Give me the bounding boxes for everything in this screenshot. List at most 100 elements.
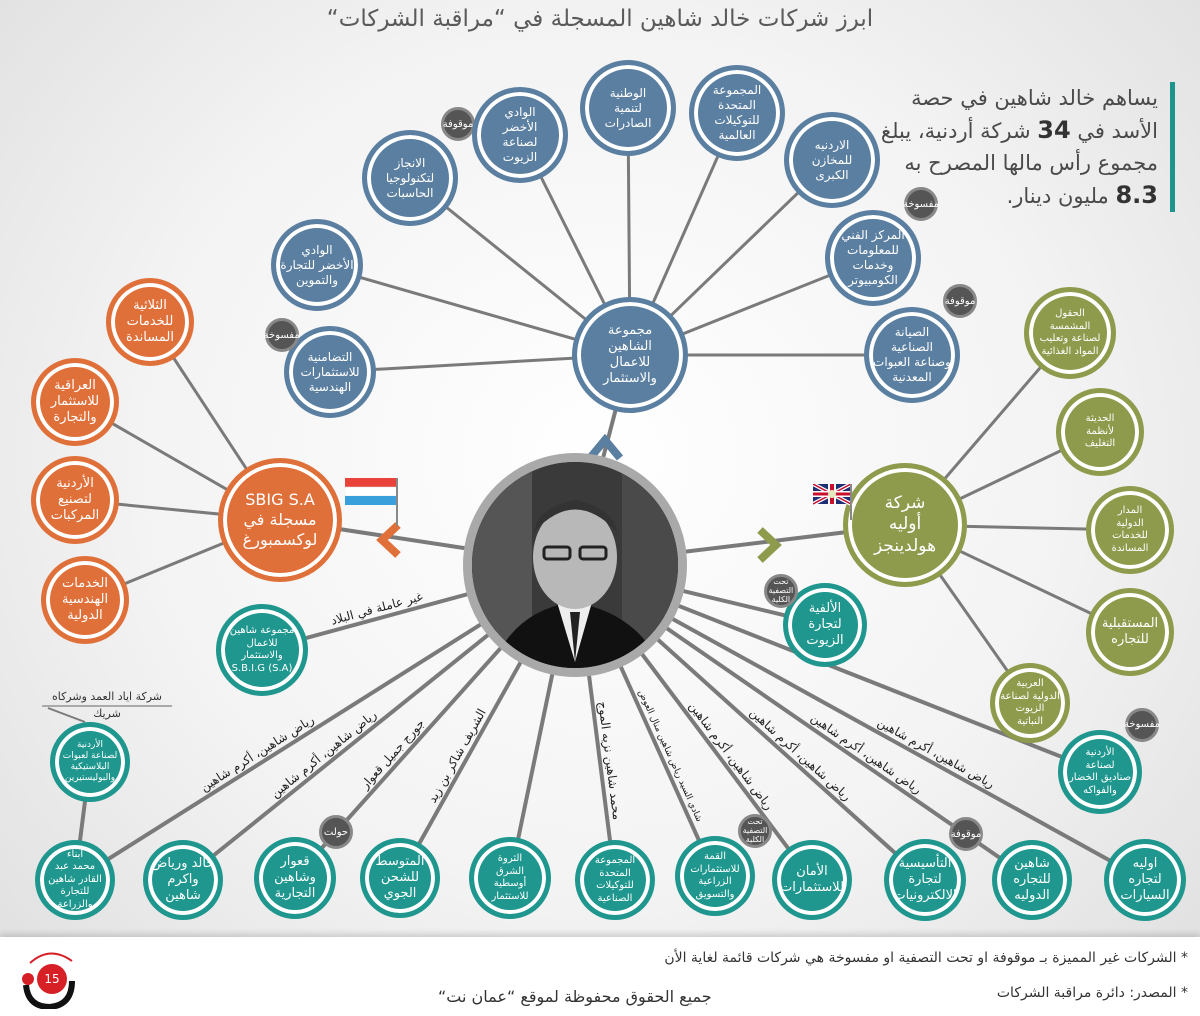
node-label: الأردنية لصناعة صناديق الخضار والفواكه: [1068, 747, 1132, 796]
node-label: القمة للاستثمارات الزراعية والتسويق: [690, 851, 740, 900]
direct-company-node: التأسيسية لتجارة الالكترونيات: [884, 839, 966, 921]
node-label: التضامنية للاستثمارات الهندسية: [300, 349, 360, 394]
summary-part1: يساهم خالد شاهين في حصة الأسد في: [911, 86, 1158, 143]
status-badge: مفسوخة: [1124, 707, 1160, 742]
svg-text:15: 15: [44, 972, 59, 986]
partner-caption: شركة اياد العمد وشركاه شريك: [42, 690, 172, 720]
orange-company-node: الثلاثية للخدمات المساندة: [106, 278, 194, 366]
direct-company-node: الأردنية لصناعة صناديق الخضار والفواكه: [1058, 730, 1142, 814]
status-badge: موقوفة: [441, 107, 475, 142]
node-label: اوليه لتجاره السيارات: [1120, 855, 1170, 904]
partner-name: شركة اياد العمد وشركاه: [42, 690, 172, 707]
british-flag-icon: [812, 482, 855, 528]
blue-company-node: الصيانة الصناعية وصناعة العبوات المعدنية: [864, 307, 960, 403]
footnote-source: * المصدر: دائرة مراقبة الشركات: [996, 985, 1188, 1001]
status-badge: موقوفة: [949, 817, 983, 852]
node-label: المجموعة المتحدة للتوكيلات العالمية: [712, 83, 762, 142]
direct-company-node: المجموعة المتحدة للتوكيلات الصناعية: [575, 840, 655, 920]
node-label: الوادي الأخضر للتجارة والتموين: [280, 242, 354, 287]
node-label: الألفية لتجارة الزيوت: [806, 600, 844, 649]
node-label: الثروة الشرق أوسطية للاستثمار: [491, 853, 529, 902]
direct-company-node: خالد ورياض واكرم شاهين: [143, 840, 223, 920]
node-label: المتوسط للشحن الجوي: [375, 853, 425, 902]
direct-company-node: الألفية لتجارة الزيوت: [783, 583, 867, 667]
node-label: الأردنية لتصنيع المركبات: [50, 475, 100, 524]
status-badge: مفسوخة: [903, 187, 939, 222]
node-label: الصيانة الصناعية وصناعة العبوات المعدنية: [873, 325, 951, 384]
footer: * الشركات غير المميزة بـ موقوفة او تحت ا…: [0, 937, 1200, 1016]
link-label: جورج جميل قعوار: [357, 716, 428, 793]
node-label: الأمان للاستثمارات: [779, 863, 845, 895]
node-label: المستقبلية للتجاره: [1101, 615, 1159, 647]
blue-company-node: المركز الفني للمعلومات وخدمات الكومبيوتر: [825, 210, 921, 306]
status-badge: تحت التصفية الكلية: [738, 814, 772, 849]
status-badge: تحت التصفية الكلية: [763, 574, 798, 609]
arrow-up-icon: [586, 433, 624, 461]
direct-company-node: القمة للاستثمارات الزراعية والتسويق: [675, 836, 755, 916]
direct-company-node: شاهين للتجاره الدوليه: [992, 840, 1072, 920]
status-badge: حولت: [319, 815, 353, 850]
node-label: التأسيسية لتجارة الالكترونيات: [893, 855, 957, 904]
summary-text: يساهم خالد شاهين في حصة الأسد في 34 شركة…: [878, 82, 1175, 212]
direct-company-node: الأمان للاستثمارات: [772, 840, 852, 920]
direct-company-node: المتوسط للشحن الجوي: [360, 838, 440, 918]
blue-company-node: الاردنيه للمخازن الكبرى: [784, 112, 880, 208]
blue-company-node: الانجاز لتكنولوجيا الحاسبات: [362, 130, 458, 226]
green-hub-node: شركة أوليه هولدينجز: [843, 463, 967, 587]
green-company-node: العربية الدولية لصناعة الزيوت النباتية: [990, 663, 1070, 743]
direct-company-node: اوليه لتجاره السيارات: [1104, 839, 1186, 921]
rights-notice: جميع الحقوق محفوظة لموقع “عمان نت“: [438, 987, 712, 1006]
node-label: المجموعة المتحدة للتوكيلات الصناعية: [594, 855, 636, 904]
green-company-node: المستقبلية للتجاره: [1086, 588, 1174, 676]
luxembourg-flag-icon: [344, 478, 401, 532]
node-label: شاهين للتجاره الدوليه: [1013, 855, 1051, 904]
node-label: الخدمات الهندسية الدولية: [61, 575, 109, 624]
status-badge: مفسوخة: [264, 318, 300, 353]
amman-net-logo: 15: [18, 945, 78, 1011]
green-company-node: المدار الدولية للخدمات المساندة: [1086, 486, 1174, 574]
node-label: الأردنية لصناعة لعبوات البلاستيكية والبو…: [62, 739, 118, 784]
blue-company-node: التضامنية للاستثمارات الهندسية: [284, 326, 376, 418]
direct-company-node: مجموعة شاهين للاعمال والاستثمار (S.A) S.…: [216, 604, 308, 696]
direct-company-node: الثروة الشرق أوسطية للاستثمار: [469, 837, 551, 919]
node-label: العراقية للاستثمار والتجارة: [50, 377, 100, 426]
capital-amount: 8.3: [1115, 181, 1158, 209]
node-label: خالد ورياض واكرم شاهين: [151, 855, 215, 904]
portrait-photo: [463, 453, 687, 677]
node-label: مجموعة الشاهين للاعمال والاستثمار: [603, 322, 657, 387]
node-label: مجموعة شاهين للاعمال والاستثمار (S.A) S.…: [229, 625, 295, 674]
node-label: الاردنيه للمخازن الكبرى: [811, 137, 853, 182]
green-company-node: الحقول المشمسة لصناعة وتعليب المواد الغذ…: [1024, 287, 1116, 379]
arrow-right-icon: [757, 527, 782, 563]
blue-hub-node: مجموعة الشاهين للاعمال والاستثمار: [572, 297, 688, 413]
node-label: الحديثة لأنظمة التغليف: [1084, 413, 1116, 450]
direct-company-node: أبناء محمد عبد القادر شاهين للتجارة والز…: [35, 840, 115, 920]
orange-company-node: الخدمات الهندسية الدولية: [41, 556, 129, 644]
node-label: أبناء محمد عبد القادر شاهين للتجارة والز…: [48, 848, 102, 910]
blue-company-node: الوادي الأخضر لصناعة الزيوت: [472, 87, 568, 183]
companies-count: 34: [1037, 116, 1071, 144]
blue-company-node: الوادي الأخضر للتجارة والتموين: [271, 219, 363, 311]
node-label: الوطنية لتنمية الصادرات: [604, 85, 652, 130]
green-company-node: الحديثة لأنظمة التغليف: [1056, 388, 1144, 476]
status-badge: موقوفة: [943, 284, 977, 319]
node-label: الوادي الأخضر لصناعة الزيوت: [502, 105, 538, 164]
footnote-status: * الشركات غير المميزة بـ موقوفة او تحت ا…: [664, 950, 1188, 966]
direct-company-node: قعوار وشاهين التجارية: [254, 837, 336, 919]
link-partner-caption: [47, 707, 86, 723]
partner-role: شريك: [93, 707, 121, 720]
orange-hub-node: SBIG S.A مسجلة في لوكسمبورغ: [218, 458, 342, 582]
orange-company-node: العراقية للاستثمار والتجارة: [31, 358, 119, 446]
blue-company-node: الوطنية لتنمية الصادرات: [580, 60, 676, 156]
partner-company-node: الأردنية لصناعة لعبوات البلاستيكية والبو…: [50, 722, 130, 802]
arrow-left-icon: [376, 522, 401, 558]
node-label: شركة أوليه هولدينجز: [873, 493, 937, 556]
node-label: SBIG S.A مسجلة في لوكسمبورغ: [242, 490, 318, 549]
page-title: ابرز شركات خالد شاهين المسجلة في “مراقبة…: [326, 6, 874, 32]
node-label: قعوار وشاهين التجارية: [274, 853, 316, 902]
summary-part3: مليون دينار.: [1006, 184, 1109, 208]
summary-part2: شركة أردنية، يبلغ مجموع رأس مالها المصرح…: [880, 119, 1158, 175]
node-label: الحقول المشمسة لصناعة وتعليب المواد الغذ…: [1039, 308, 1101, 357]
node-label: المدار الدولية للخدمات المساندة: [1111, 505, 1149, 554]
node-label: الانجاز لتكنولوجيا الحاسبات: [385, 155, 435, 200]
